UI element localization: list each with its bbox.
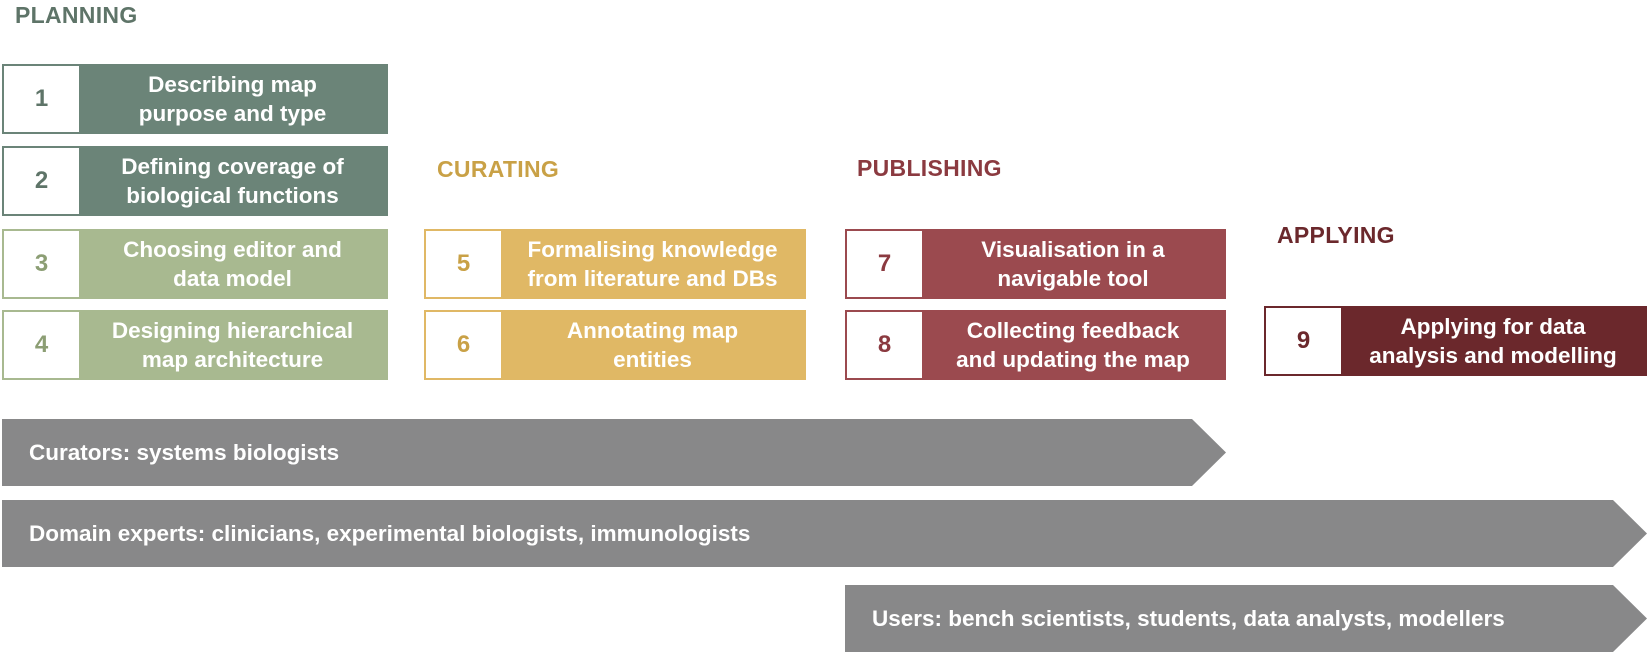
role-arrow-curators: Curators: systems biologists	[2, 419, 1226, 486]
role-label: Domain experts: clinicians, experimental…	[29, 520, 751, 546]
step-label: Annotating map entities	[501, 312, 804, 378]
step-label: Formalising knowledge from literature an…	[501, 231, 804, 297]
step-1: 1 Describing map purpose and type	[2, 64, 388, 134]
role-label: Users: bench scientists, students, data …	[872, 605, 1505, 631]
step-number: 2	[4, 148, 79, 214]
step-label: Visualisation in a navigable tool	[922, 231, 1224, 297]
step-9: 9 Applying for data analysis and modelli…	[1264, 306, 1647, 376]
step-3: 3 Choosing editor and data model	[2, 229, 388, 299]
step-label: Describing map purpose and type	[79, 66, 386, 132]
step-number: 1	[4, 66, 79, 132]
phase-heading-applying: APPLYING	[1277, 222, 1395, 248]
step-label: Applying for data analysis and modelling	[1341, 308, 1645, 374]
step-number: 4	[4, 312, 79, 378]
role-label: Curators: systems biologists	[29, 439, 340, 465]
step-8: 8 Collecting feedback and updating the m…	[845, 310, 1226, 380]
role-arrow-domain-experts: Domain experts: clinicians, experimental…	[2, 500, 1647, 567]
step-4: 4 Designing hierarchical map architectur…	[2, 310, 388, 380]
step-2: 2 Defining coverage of biological functi…	[2, 146, 388, 216]
phase-heading-curating: CURATING	[437, 156, 560, 182]
step-label: Defining coverage of biological function…	[79, 148, 386, 214]
step-number: 8	[847, 312, 922, 378]
role-arrow-users: Users: bench scientists, students, data …	[845, 585, 1647, 652]
step-number: 3	[4, 231, 79, 297]
step-6: 6 Annotating map entities	[424, 310, 806, 380]
phase-heading-publishing: PUBLISHING	[857, 155, 1002, 181]
step-5: 5 Formalising knowledge from literature …	[424, 229, 806, 299]
step-number: 5	[426, 231, 501, 297]
phase-heading-planning: PLANNING	[15, 2, 138, 28]
step-number: 9	[1266, 308, 1341, 374]
step-label: Choosing editor and data model	[79, 231, 386, 297]
step-number: 7	[847, 231, 922, 297]
step-label: Collecting feedback and updating the map	[922, 312, 1224, 378]
step-label: Designing hierarchical map architecture	[79, 312, 386, 378]
step-7: 7 Visualisation in a navigable tool	[845, 229, 1226, 299]
step-number: 6	[426, 312, 501, 378]
